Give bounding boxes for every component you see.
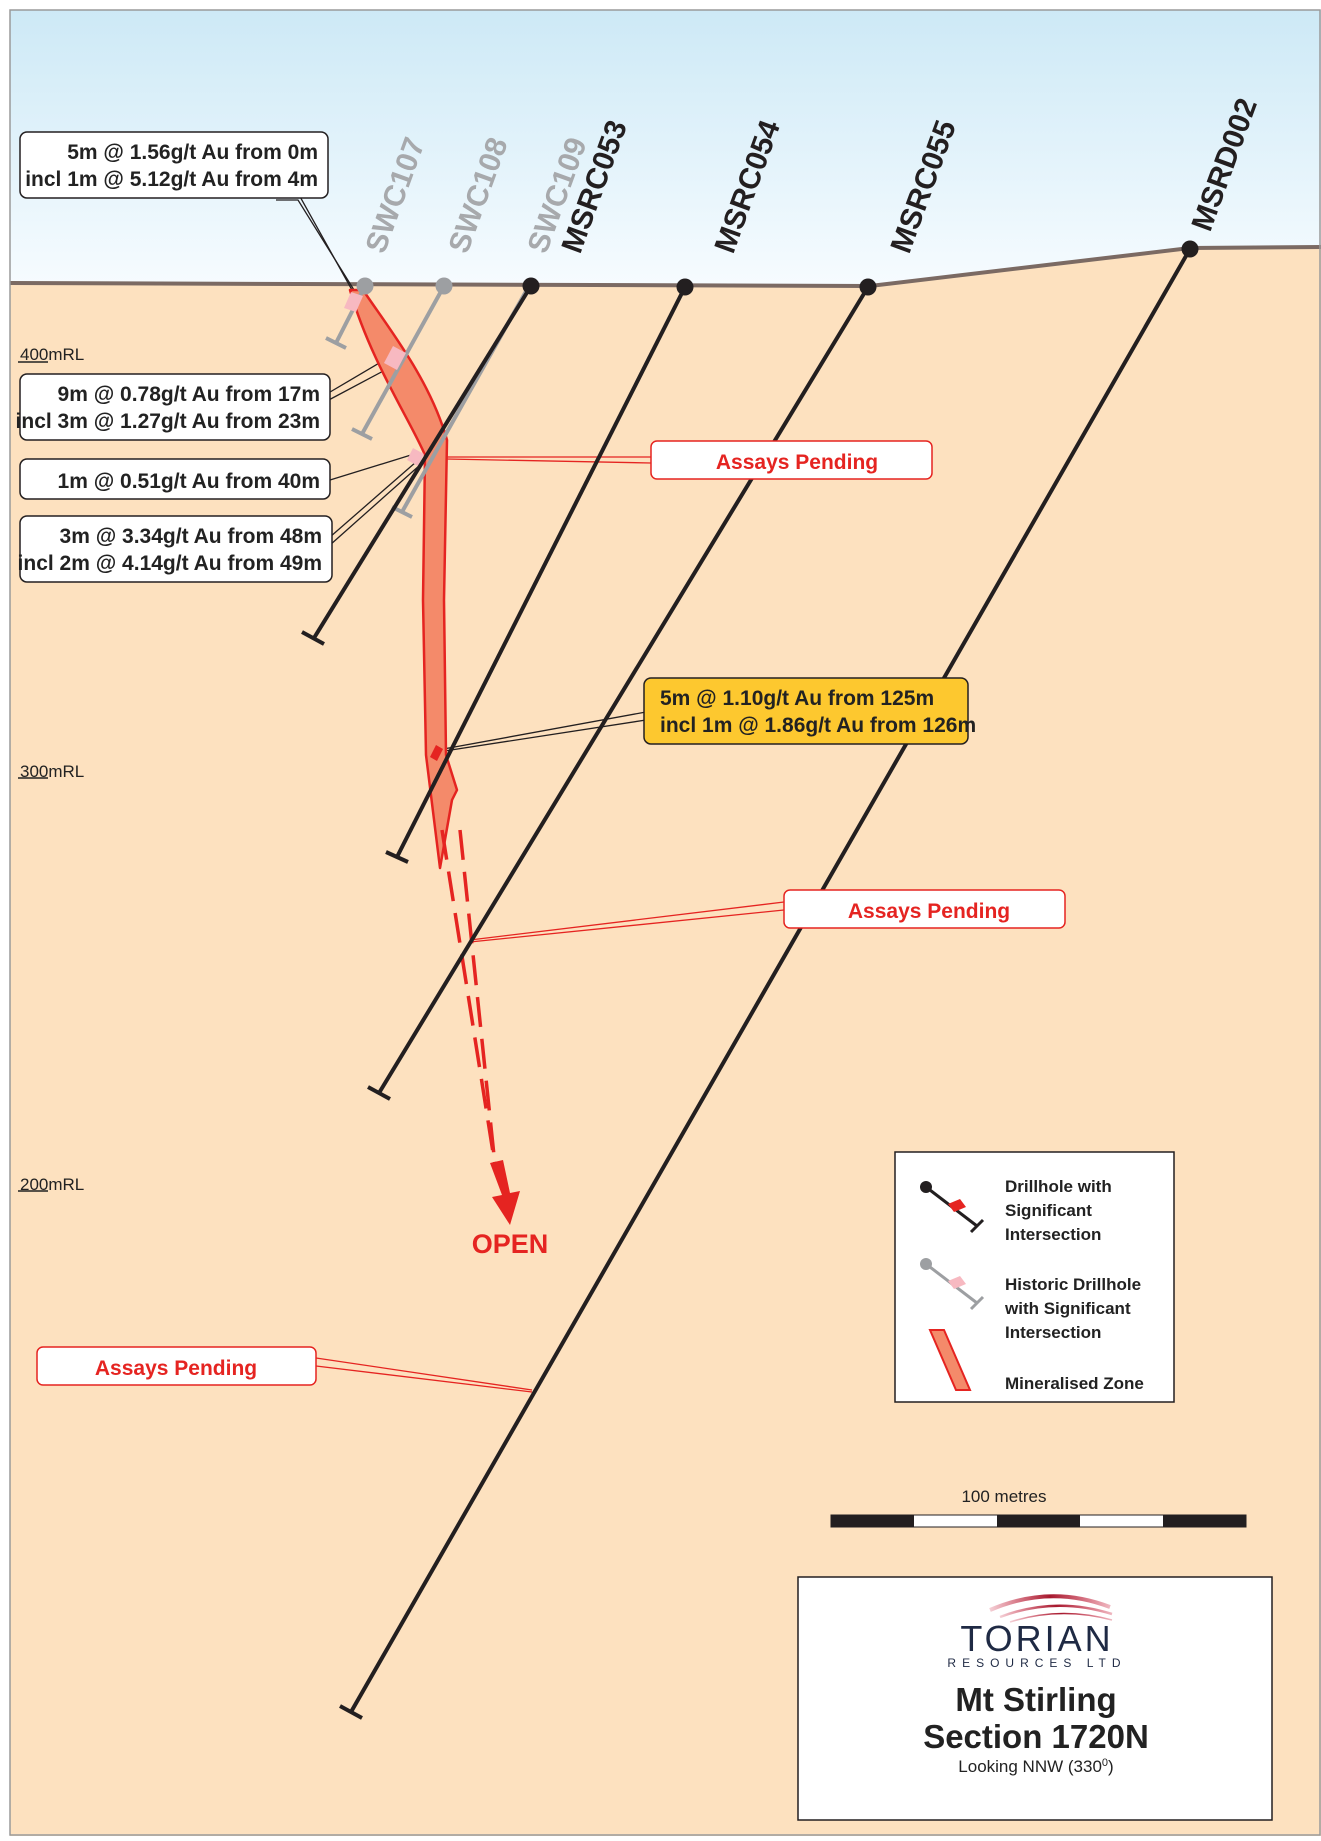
callout-intercept-5: 5m @ 1.10g/t Au from 125m incl 1m @ 1.86… — [643, 677, 976, 745]
legend-zone-label: Mineralised Zone — [1005, 1374, 1144, 1393]
legend-historic-line-1: Historic Drillhole — [1005, 1275, 1141, 1294]
rl-label-200: 200mRL — [20, 1175, 84, 1194]
section-title-line-2: Section 1720N — [923, 1718, 1149, 1755]
ground — [10, 247, 1321, 1836]
callout-intercept-3: 1m @ 0.51g/t Au from 40m — [19, 458, 331, 500]
legend: Drillhole with Significant Intersection … — [894, 1151, 1175, 1403]
legend-historic-line-2: with Significant — [1004, 1299, 1131, 1318]
zone-open-extension — [440, 829, 497, 1166]
callout-2-line-1: 9m @ 0.78g/t Au from 17m — [58, 383, 320, 406]
historic-drillhole-swc107 — [325, 277, 374, 350]
legend-drillhole-icon — [920, 1181, 985, 1234]
callout-3-line-1: 1m @ 0.51g/t Au from 40m — [58, 470, 320, 493]
callout-intercept-2: 9m @ 0.78g/t Au from 17m incl 3m @ 1.27g… — [16, 373, 331, 441]
section-title-line-1: Mt Stirling — [955, 1681, 1116, 1718]
torian-logo: TORIAN RESOURCES LTD — [947, 1594, 1126, 1670]
drillhole-msrc055 — [367, 278, 877, 1101]
historic-drillhole-swc108 — [351, 277, 453, 441]
scale-bar: 100 metres — [830, 1487, 1247, 1528]
callout-5-line-2: incl 1m @ 1.86g/t Au from 126m — [660, 714, 976, 737]
callout-4-line-1: 3m @ 3.34g/t Au from 48m — [60, 525, 322, 548]
drillhole-msrc053 — [301, 277, 540, 646]
open-arrow-icon — [490, 1160, 520, 1225]
legend-historic-drillhole-icon — [920, 1258, 985, 1311]
open-label: OPEN — [472, 1229, 549, 1259]
callout-5-line-1: 5m @ 1.10g/t Au from 125m — [660, 687, 934, 710]
legend-drillhole-line-3: Intersection — [1005, 1225, 1101, 1244]
callout-2-line-2: incl 3m @ 1.27g/t Au from 23m — [16, 410, 320, 433]
legend-drillhole-line-2: Significant — [1005, 1201, 1092, 1220]
assays-pending-3-label: Assays Pending — [95, 1357, 257, 1380]
rl-label-300: 300mRL — [20, 762, 84, 781]
assays-pending-2: Assays Pending — [783, 889, 1066, 929]
drillhole-msrd002 — [339, 240, 1199, 1720]
rl-level-400: 400mRL — [18, 345, 84, 364]
title-block: TORIAN RESOURCES LTD Mt Stirling Section… — [797, 1576, 1273, 1821]
callout-intercept-1: 5m @ 1.56g/t Au from 0m incl 1m @ 5.12g/… — [19, 131, 329, 199]
assays-pending-1: Assays Pending — [650, 440, 933, 480]
callout-4-line-2: incl 2m @ 4.14g/t Au from 49m — [18, 552, 322, 575]
logo-tagline: RESOURCES LTD — [947, 1656, 1126, 1670]
assays-pending-3: Assays Pending — [36, 1346, 317, 1386]
figure-frame — [9, 9, 1321, 1836]
section-orientation: Looking NNW (3300) — [958, 1757, 1113, 1776]
pending-leaders — [315, 456, 785, 1393]
drillhole-msrc054 — [385, 278, 694, 864]
logo-wordmark: TORIAN — [960, 1618, 1113, 1659]
callout-1-line-1: 5m @ 1.56g/t Au from 0m — [67, 141, 318, 164]
legend-zone-swatch — [928, 1329, 972, 1391]
callout-intercept-4: 3m @ 3.34g/t Au from 48m incl 2m @ 4.14g… — [18, 515, 333, 583]
assays-pending-2-label: Assays Pending — [848, 900, 1010, 923]
rl-label-400: 400mRL — [20, 345, 84, 364]
legend-drillhole-line-1: Drillhole with — [1005, 1177, 1112, 1196]
assays-pending-1-label: Assays Pending — [716, 451, 878, 474]
scale-bar-label: 100 metres — [961, 1487, 1046, 1506]
rl-level-200: 200mRL — [18, 1175, 84, 1194]
legend-historic-line-3: Intersection — [1005, 1323, 1101, 1342]
rl-level-300: 300mRL — [18, 762, 84, 781]
mineralised-zone — [348, 288, 459, 870]
callout-1-line-2: incl 1m @ 5.12g/t Au from 4m — [25, 168, 318, 191]
